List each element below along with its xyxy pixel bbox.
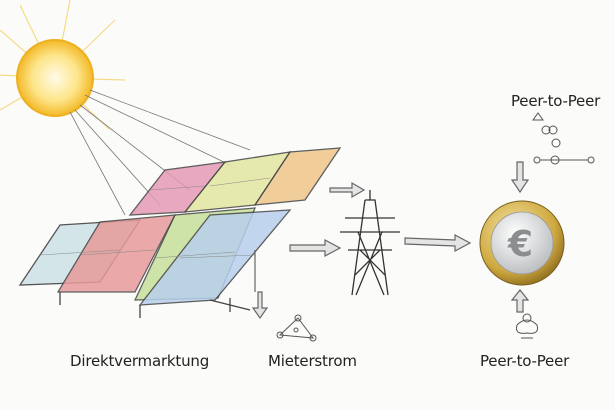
label-mieterstrom: Mieterstrom (268, 352, 357, 370)
peer-network-icon-bottom (516, 313, 538, 339)
sun-icon (0, 0, 251, 216)
solar-panels (18, 147, 342, 318)
coin-euro-symbol: € (507, 224, 533, 265)
label-peer-to-peer-bottom: Peer-to-Peer (480, 352, 570, 370)
peer-network-icon-top (532, 112, 595, 165)
flow-arrows (251, 161, 530, 320)
euro-coin-icon: € (479, 200, 565, 286)
label-peer-to-peer-top: Peer-to-Peer (511, 92, 601, 110)
label-direktvermarktung: Direktvermarktung (70, 352, 210, 370)
transmission-tower-icon (340, 190, 400, 296)
network-icon (276, 314, 317, 342)
